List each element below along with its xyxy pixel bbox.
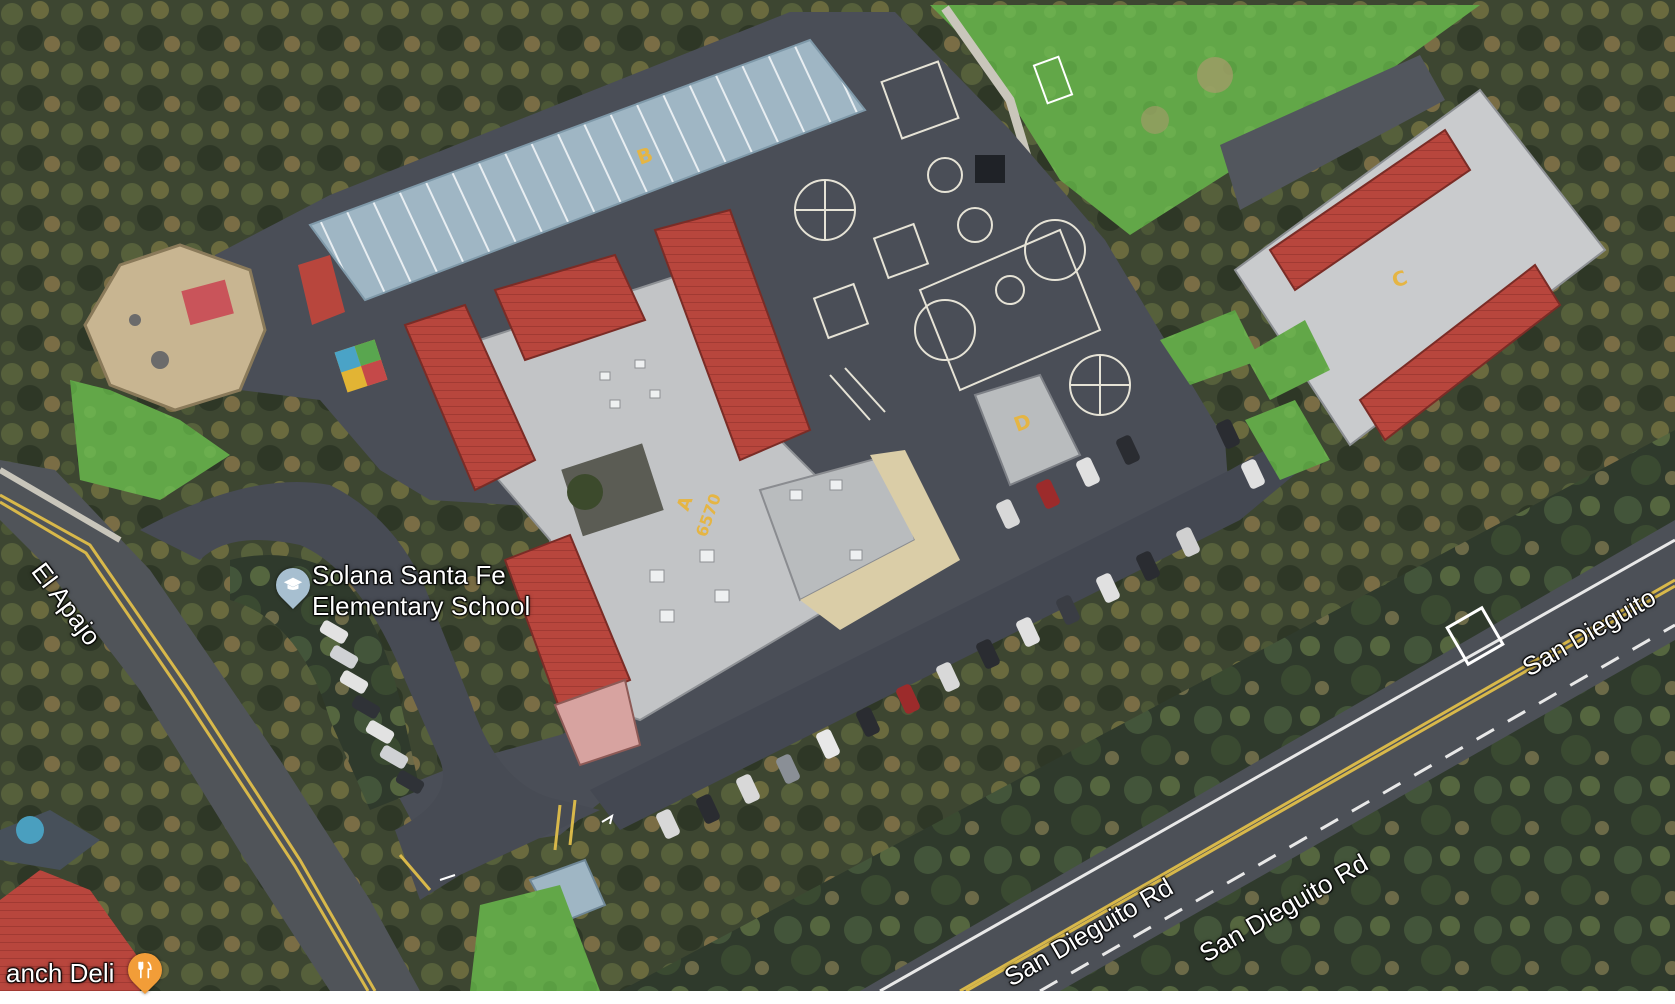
deli-building-roof (0, 870, 140, 991)
building-b-solar-roof (308, 38, 867, 302)
school-label-line2: Elementary School (312, 591, 531, 621)
school-graduation-cap-icon (283, 577, 303, 591)
roof-vents (599, 359, 863, 623)
court-markings (794, 60, 1131, 421)
restaurant-fork-knife-icon (138, 961, 152, 979)
sports-field-lawn (930, 5, 1480, 235)
deli-label[interactable]: anch Deli (6, 958, 115, 988)
school-label[interactable]: Solana Santa Fe Elementary School (312, 560, 530, 622)
school-pin[interactable] (268, 560, 318, 610)
west-parked-cars (319, 620, 425, 794)
school-label-line1: Solana Santa Fe (312, 560, 506, 590)
parked-cars (656, 419, 1265, 839)
red-roof-wing-1 (403, 303, 537, 492)
crosswalk (1445, 605, 1505, 667)
parking-lot (590, 430, 1300, 830)
building-d-roof (973, 373, 1082, 487)
deli-pin[interactable] (120, 945, 170, 995)
el-apajo-road (0, 460, 420, 991)
drive-lane-markings (398, 799, 577, 891)
san-dieguito-road (860, 520, 1675, 991)
west-drive-loop (140, 482, 600, 900)
forest-southeast (620, 430, 1675, 991)
svg-text:D: D (1011, 408, 1035, 436)
red-roof-wing-2 (493, 253, 647, 362)
building-c-roof (1233, 88, 1607, 447)
red-roof-wing-4 (503, 533, 632, 712)
svg-text:A: A (673, 493, 698, 513)
red-roof-wing-3 (653, 208, 812, 462)
